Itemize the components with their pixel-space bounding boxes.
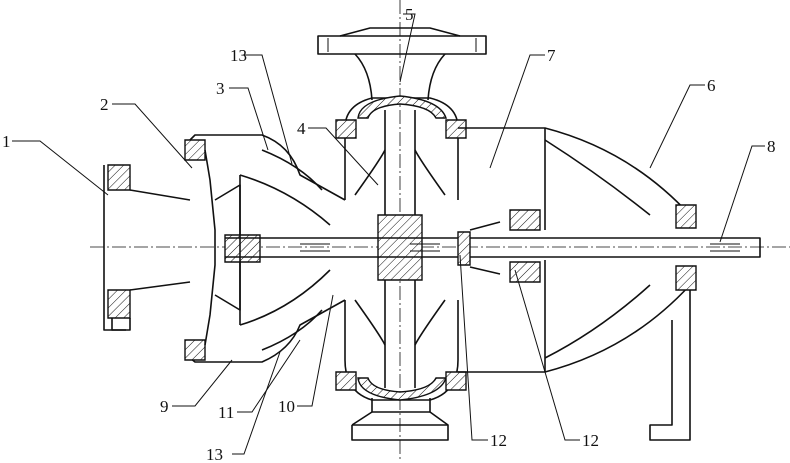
suction-casing bbox=[184, 134, 346, 363]
suction-inlet bbox=[103, 164, 191, 331]
label-part-13-bottom: 13 bbox=[206, 445, 223, 463]
mechanical-seal bbox=[457, 209, 541, 283]
label-part-12-right: 12 bbox=[582, 431, 599, 450]
volute-casing bbox=[335, 95, 467, 413]
label-part-13-top: 13 bbox=[230, 46, 247, 65]
label-part-10: 10 bbox=[278, 397, 295, 416]
label-part-4: 4 bbox=[297, 119, 306, 138]
second-stage-impeller bbox=[354, 110, 446, 388]
label-part-2: 2 bbox=[100, 95, 109, 114]
label-part-5: 5 bbox=[405, 5, 414, 24]
volute-foot bbox=[351, 411, 449, 441]
outlet-flange bbox=[317, 27, 487, 101]
label-part-12-left: 12 bbox=[490, 431, 507, 450]
pump-shaft bbox=[225, 237, 761, 258]
label-part-6: 6 bbox=[707, 76, 716, 95]
leader-lines bbox=[12, 13, 765, 455]
label-part-7: 7 bbox=[547, 46, 556, 65]
label-part-11: 11 bbox=[218, 403, 234, 422]
label-part-1: 1 bbox=[2, 132, 11, 151]
bearing-housing bbox=[458, 127, 697, 441]
label-part-8: 8 bbox=[767, 137, 776, 156]
label-part-3: 3 bbox=[216, 79, 225, 98]
label-part-9: 9 bbox=[160, 397, 169, 416]
first-stage-impeller bbox=[214, 184, 261, 311]
